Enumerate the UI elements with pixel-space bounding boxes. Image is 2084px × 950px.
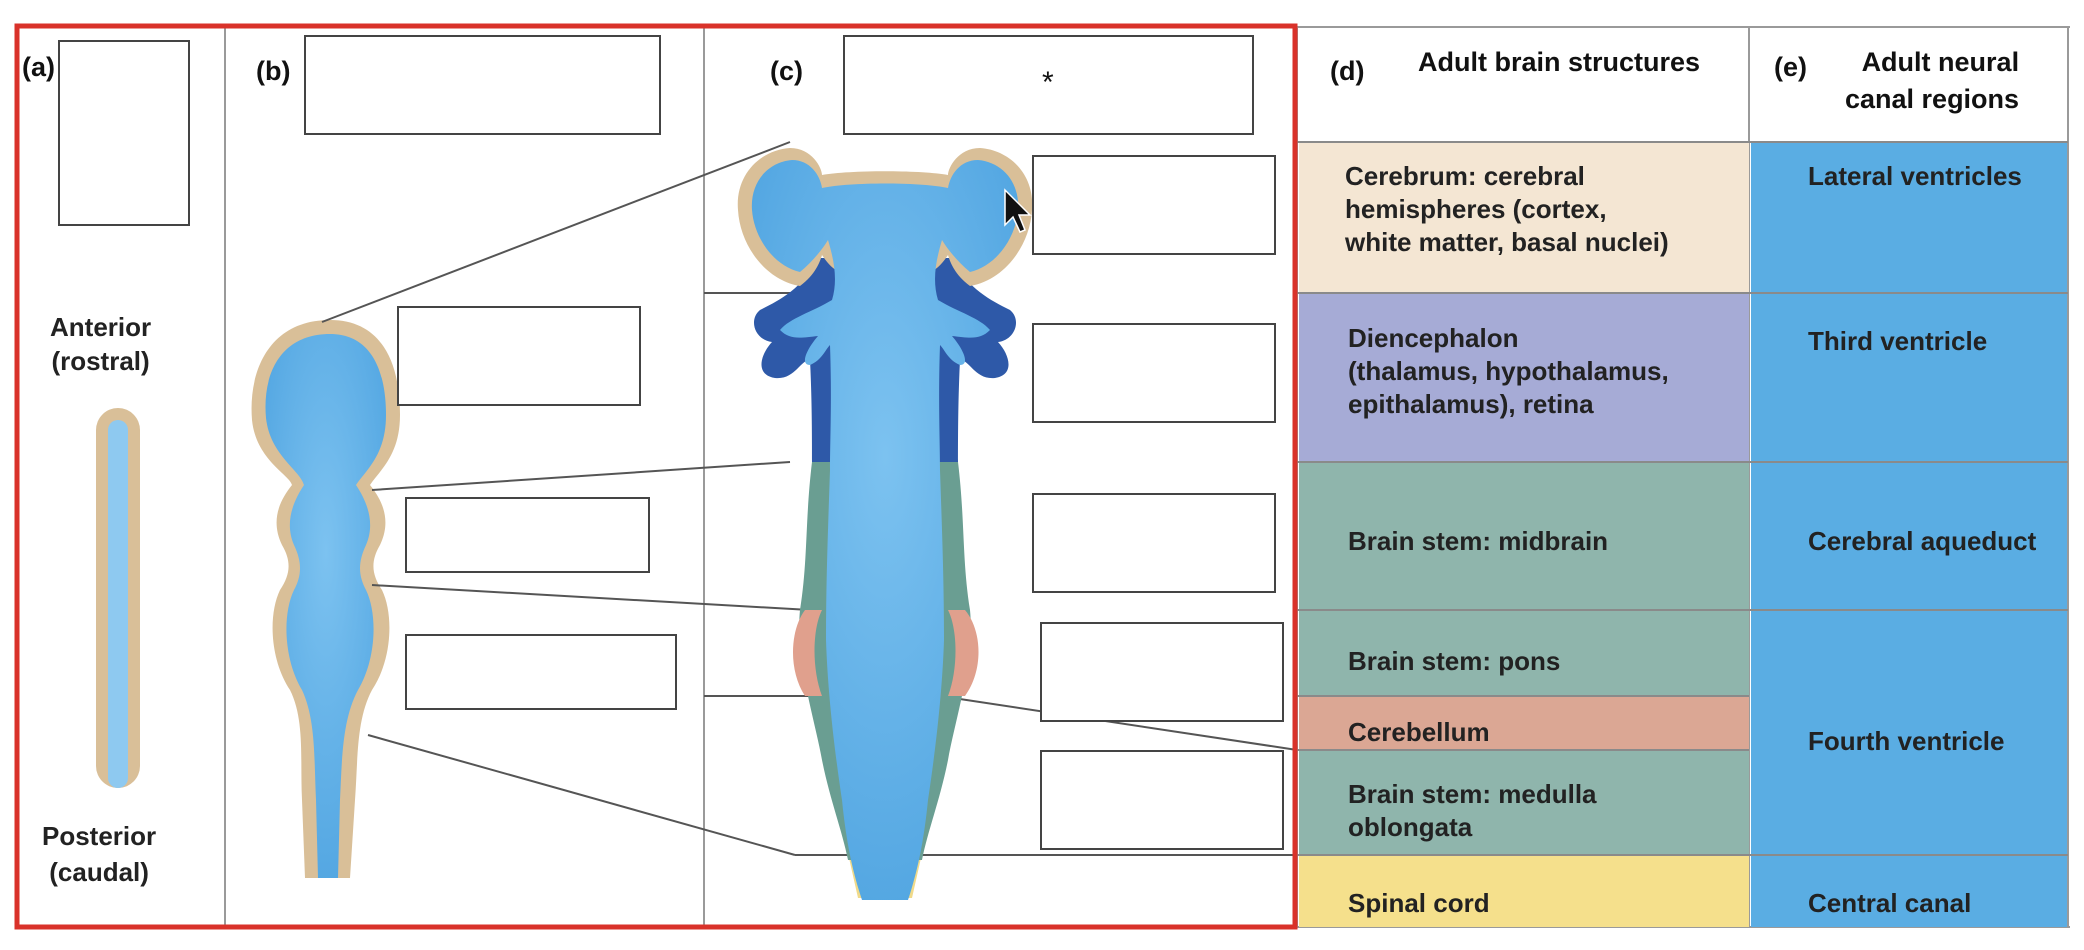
canal-row-bg xyxy=(1751,142,2067,293)
structure-cell: Brain stem: pons xyxy=(1348,646,1561,676)
structure-row-bg xyxy=(1299,462,1749,610)
panel-d-letter: (d) xyxy=(1330,56,1365,86)
answer-box-c-5[interactable] xyxy=(1040,750,1284,850)
canal-rows xyxy=(1751,142,2067,927)
highlight-box xyxy=(14,23,1298,930)
canal-regions-header: Adult neural canal regions xyxy=(1845,47,2020,114)
vesicles-b xyxy=(251,320,400,878)
canal-row-bg xyxy=(1751,610,2067,855)
structure-row-bg xyxy=(1299,855,1749,927)
canal-row-bg xyxy=(1751,855,2067,927)
structure-row-bg xyxy=(1299,696,1749,750)
canal-region-cell: Lateral ventricles xyxy=(1808,161,2022,191)
answer-box-b-3[interactable] xyxy=(405,634,677,710)
answer-box-c-3[interactable] xyxy=(1032,493,1276,593)
panel-b-letter: (b) xyxy=(256,56,291,86)
row-dividers xyxy=(1297,141,2068,856)
canal-region-cell: Central canal xyxy=(1808,888,1972,918)
canal-row-bg xyxy=(1751,293,2067,462)
structure-row-bg xyxy=(1299,610,1749,696)
posterior-label: Posterior (caudal) xyxy=(42,821,157,887)
structure-cell: Brain stem: medulla oblongata xyxy=(1348,779,1597,842)
answer-box-c-title[interactable] xyxy=(843,35,1254,135)
answer-box-b-title[interactable] xyxy=(304,35,661,135)
structure-rows xyxy=(1299,142,1749,927)
mouse-cursor-icon xyxy=(1004,188,1032,233)
panel-c-letter: (c) xyxy=(770,56,803,86)
structure-row-bg xyxy=(1299,293,1749,462)
answer-box-c-4[interactable] xyxy=(1040,622,1284,722)
answer-box-b-1[interactable] xyxy=(397,306,641,406)
canal-row-bg xyxy=(1751,462,2067,610)
neural-tube-a xyxy=(96,408,140,788)
structure-row-bg xyxy=(1299,750,1749,855)
vesicles-c xyxy=(737,148,1033,900)
panel-a-letter: (a) xyxy=(22,52,55,82)
structure-cell: Cerebellum xyxy=(1348,717,1490,747)
answer-box-a[interactable] xyxy=(58,40,190,226)
anterior-label: Anterior (rostral) xyxy=(50,312,152,376)
structures-header: Adult brain structures xyxy=(1418,47,1701,77)
canal-region-cell: Third ventricle xyxy=(1808,326,1988,356)
structure-cell: Diencephalon (thalamus, hypothalamus, ep… xyxy=(1348,323,1669,419)
structure-row-bg xyxy=(1299,142,1749,293)
structure-cell: Brain stem: midbrain xyxy=(1348,526,1609,556)
answer-box-c-1[interactable] xyxy=(1032,155,1276,255)
structure-cell: Spinal cord xyxy=(1348,888,1490,918)
answer-box-b-2[interactable] xyxy=(405,497,650,573)
canal-region-cell: Cerebral aqueduct xyxy=(1808,526,2037,556)
asterisk-mark: * xyxy=(1042,66,1054,99)
structure-cell: Cerebrum: cerebral hemispheres (cortex, … xyxy=(1345,161,1669,257)
panel-e-letter: (e) xyxy=(1774,52,1807,82)
answer-box-c-2[interactable] xyxy=(1032,323,1276,423)
canal-region-cell: Fourth ventricle xyxy=(1808,726,2005,756)
